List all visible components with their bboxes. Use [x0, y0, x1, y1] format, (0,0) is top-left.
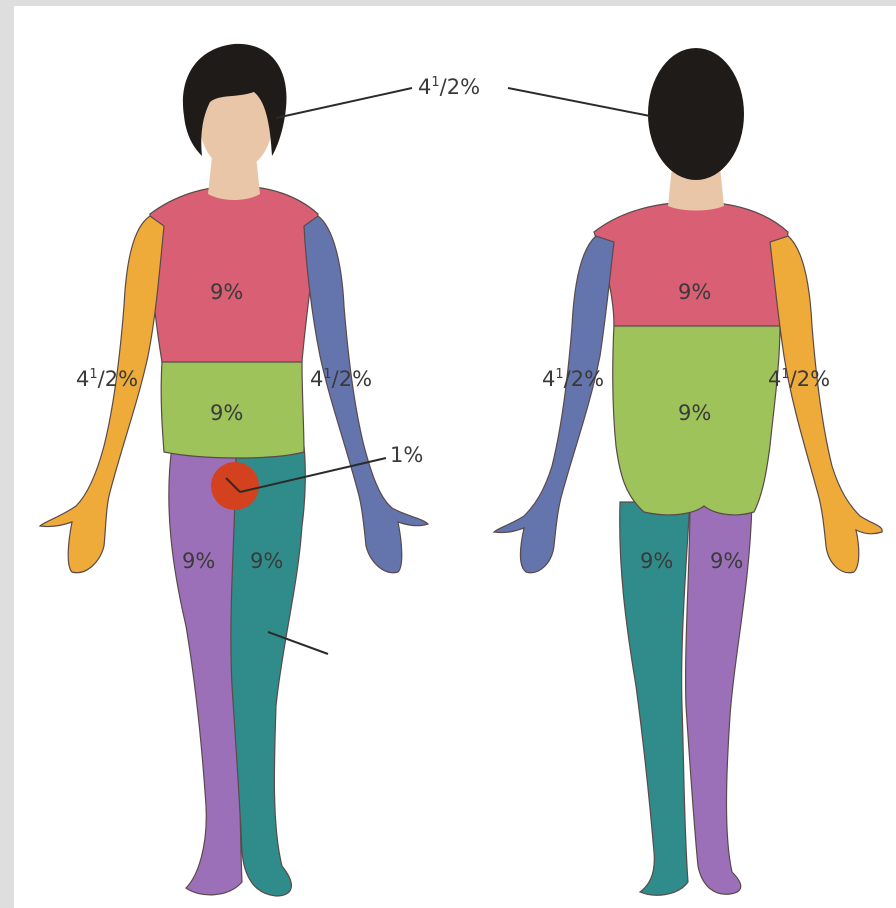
head-label-denominator: /2% — [440, 75, 480, 99]
head-label: 41/2% — [418, 75, 480, 99]
front-abdomen-label: 9% — [210, 401, 243, 425]
back-right-arm-denominator: /2% — [790, 367, 830, 391]
front-right-arm-denominator: /2% — [332, 367, 372, 391]
head-leader-line-back — [508, 88, 650, 116]
front-right-leg — [231, 446, 305, 896]
front-right-arm-numerator: 1 — [323, 367, 331, 382]
back-head — [648, 48, 744, 180]
back-left-arm-denominator: /2% — [564, 367, 604, 391]
back-right-arm — [770, 236, 882, 573]
diagram-frame: 41/2% 9% 9% 41/2% 41/2% 1% 9% 9% 9% 9% 4… — [14, 6, 896, 908]
back-right-leg-label: 9% — [710, 549, 743, 573]
back-right-arm-numerator: 1 — [781, 367, 789, 382]
back-right-arm-label: 41/2% — [768, 367, 830, 391]
back-lower-back-label: 9% — [678, 401, 711, 425]
front-chest-label: 9% — [210, 280, 243, 304]
back-left-arm — [494, 236, 614, 573]
back-left-arm-numerator: 1 — [555, 367, 563, 382]
front-left-arm-numerator: 1 — [89, 367, 97, 382]
front-left-arm-label: 41/2% — [76, 367, 138, 391]
front-genital-label: 1% — [390, 443, 423, 467]
head-label-numerator: 1 — [431, 75, 439, 90]
front-left-arm-denominator: /2% — [98, 367, 138, 391]
back-left-leg-label: 9% — [640, 549, 673, 573]
back-figure — [494, 48, 882, 895]
back-upper-back — [594, 202, 788, 326]
back-left-arm-label: 41/2% — [542, 367, 604, 391]
front-right-arm — [304, 216, 428, 573]
front-figure — [40, 44, 428, 896]
head-leader-line-front — [276, 88, 412, 118]
front-right-leg-label: 9% — [250, 549, 283, 573]
front-left-arm — [40, 216, 164, 573]
rule-of-nines-figure: 41/2% 9% 9% 41/2% 41/2% 1% 9% 9% 9% 9% 4… — [14, 6, 896, 908]
front-chest — [150, 186, 318, 362]
front-right-arm-label: 41/2% — [310, 367, 372, 391]
back-upper-back-label: 9% — [678, 280, 711, 304]
front-left-leg-label: 9% — [182, 549, 215, 573]
